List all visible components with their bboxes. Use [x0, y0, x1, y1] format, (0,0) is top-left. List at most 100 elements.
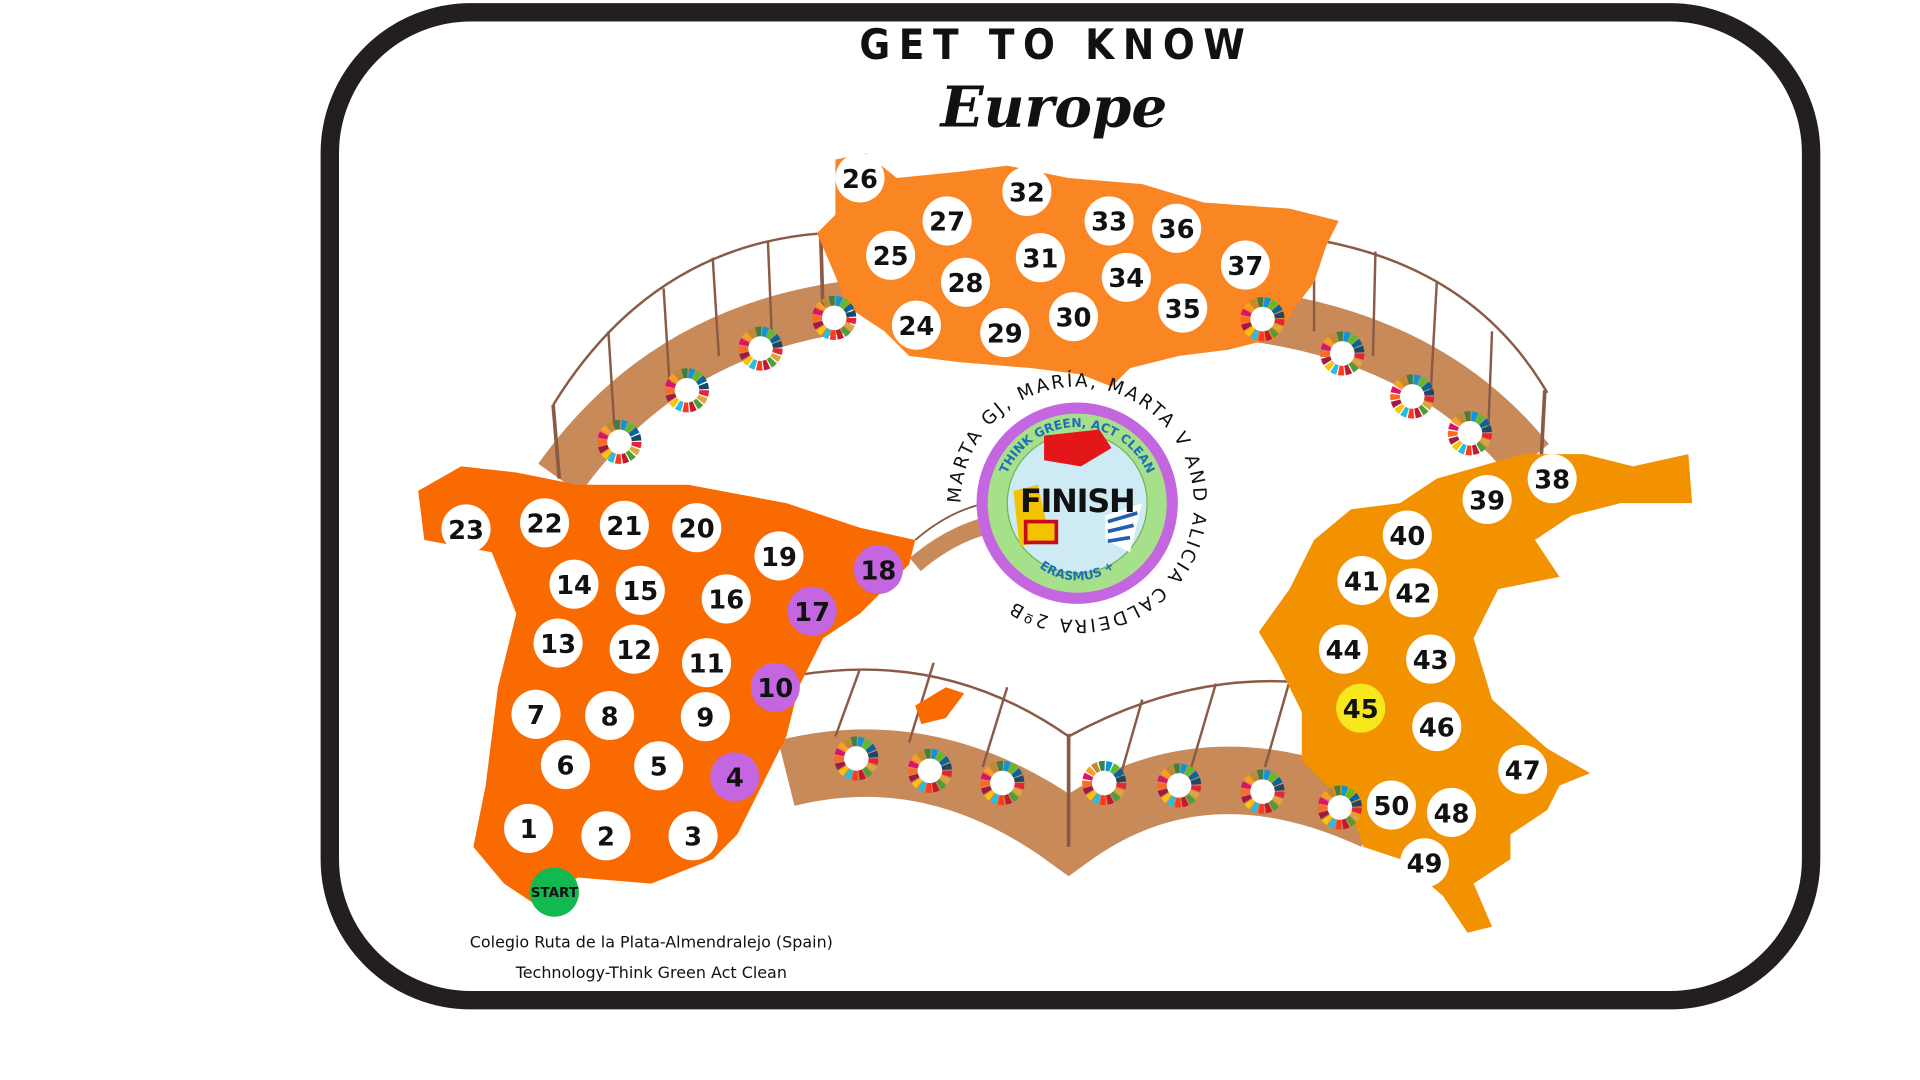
board-space-26[interactable]: 26	[835, 153, 885, 203]
space-circle	[680, 692, 730, 742]
space-circle	[835, 153, 885, 203]
space-number: 25	[873, 242, 909, 272]
space-number: 45	[1343, 695, 1379, 725]
board-space-1[interactable]: 1	[504, 803, 554, 853]
board-space-45[interactable]: 45	[1336, 683, 1386, 733]
space-circle	[1366, 780, 1416, 830]
space-number: 6	[556, 751, 574, 781]
board-space-9[interactable]: 9	[680, 692, 730, 742]
board-space-40[interactable]: 40	[1382, 510, 1432, 560]
board-space-46[interactable]: 46	[1412, 702, 1462, 752]
board-space-8[interactable]: 8	[585, 690, 635, 741]
board-space-34[interactable]: 34	[1101, 252, 1151, 302]
space-circle	[1399, 838, 1450, 888]
board-space-16[interactable]: 16	[701, 574, 751, 624]
space-circle	[540, 740, 590, 790]
sdg-wheel-icon	[1082, 760, 1127, 806]
board-space-50[interactable]: 50	[1366, 780, 1416, 830]
sdg-wheel-icon	[597, 419, 642, 464]
school-credit: Colegio Ruta de la Plata-Almendralejo (S…	[470, 932, 833, 951]
board-space-22[interactable]: 22	[520, 498, 570, 548]
space-number: 42	[1396, 580, 1432, 610]
board-space-29[interactable]: 29	[980, 308, 1030, 358]
board-space-39[interactable]: 39	[1462, 474, 1512, 525]
board-space-11[interactable]: 11	[682, 638, 732, 688]
board-space-33[interactable]: 33	[1084, 196, 1134, 246]
board-space-32[interactable]: 32	[1002, 166, 1052, 216]
space-circle	[750, 662, 800, 712]
space-number: 50	[1373, 792, 1409, 822]
sdg-wheel-icon	[1317, 785, 1362, 830]
board-space-20[interactable]: 20	[672, 503, 722, 553]
space-number: 33	[1091, 208, 1127, 238]
sdg-wheel-icon	[907, 748, 953, 793]
space-circle	[1048, 292, 1099, 342]
board-space-10[interactable]: 10	[750, 662, 800, 712]
space-number: 5	[650, 753, 668, 783]
board-space-3[interactable]: 3	[668, 811, 718, 861]
board-space-41[interactable]: 41	[1337, 555, 1387, 606]
board-space-35[interactable]: 35	[1158, 283, 1208, 333]
space-number: 37	[1227, 252, 1263, 282]
space-number: 12	[616, 636, 652, 666]
board-space-17[interactable]: 17	[787, 586, 837, 636]
board-space-4[interactable]: 4	[710, 752, 760, 802]
sdg-wheel-icon	[834, 736, 879, 781]
space-number: 48	[1434, 799, 1470, 829]
project-credit: Technology-Think Green Act Clean	[515, 963, 787, 982]
space-number: 23	[448, 516, 484, 546]
board-space-13[interactable]: 13	[533, 618, 583, 668]
start-space[interactable]: START	[529, 867, 579, 917]
board-space-42[interactable]: 42	[1388, 568, 1439, 618]
board-space-21[interactable]: 21	[599, 500, 649, 550]
board-space-43[interactable]: 43	[1406, 634, 1456, 684]
space-circle	[1084, 196, 1134, 246]
space-circle	[1002, 166, 1052, 216]
space-number: 47	[1505, 756, 1541, 786]
space-number: 35	[1165, 295, 1201, 325]
space-circle	[441, 504, 491, 554]
board-space-5[interactable]: 5	[634, 741, 684, 791]
space-circle	[504, 803, 554, 853]
board-space-38[interactable]: 38	[1527, 454, 1577, 504]
board-space-48[interactable]: 48	[1426, 787, 1477, 837]
space-circle	[710, 752, 760, 802]
board-space-47[interactable]: 47	[1498, 744, 1548, 795]
board-space-28[interactable]: 28	[940, 257, 991, 307]
space-number: 15	[622, 577, 658, 607]
board-space-12[interactable]: 12	[609, 624, 659, 674]
board-space-49[interactable]: 49	[1399, 838, 1450, 888]
board-space-30[interactable]: 30	[1048, 292, 1099, 342]
board-space-2[interactable]: 2	[581, 811, 631, 861]
board-space-24[interactable]: 24	[891, 300, 941, 350]
sdg-wheel-icon	[812, 295, 857, 340]
board-space-14[interactable]: 14	[549, 559, 599, 609]
board-space-27[interactable]: 27	[922, 196, 972, 246]
space-number: 11	[689, 650, 725, 680]
board-space-19[interactable]: 19	[754, 531, 804, 581]
balearic-islands	[915, 687, 965, 725]
board-space-15[interactable]: 15	[615, 565, 665, 615]
space-number: 41	[1344, 567, 1380, 597]
space-circle	[1527, 454, 1577, 504]
board-space-23[interactable]: 23	[441, 504, 491, 554]
board-space-18[interactable]: 18	[853, 544, 903, 594]
board-space-44[interactable]: 44	[1318, 624, 1369, 674]
space-number: 34	[1108, 264, 1144, 294]
space-number: 21	[606, 512, 642, 542]
board-space-36[interactable]: 36	[1152, 203, 1202, 253]
space-circle	[1406, 634, 1456, 684]
space-number: 27	[929, 208, 965, 238]
space-circle	[866, 230, 916, 280]
board-space-31[interactable]: 31	[1015, 233, 1065, 283]
board-space-25[interactable]: 25	[866, 230, 916, 280]
space-circle	[511, 689, 561, 739]
board-space-6[interactable]: 6	[540, 740, 590, 790]
space-number: 2	[597, 823, 615, 853]
space-number: 30	[1056, 303, 1092, 333]
board-space-7[interactable]: 7	[511, 689, 561, 739]
board-space-37[interactable]: 37	[1220, 240, 1270, 290]
space-number: 22	[527, 510, 563, 540]
